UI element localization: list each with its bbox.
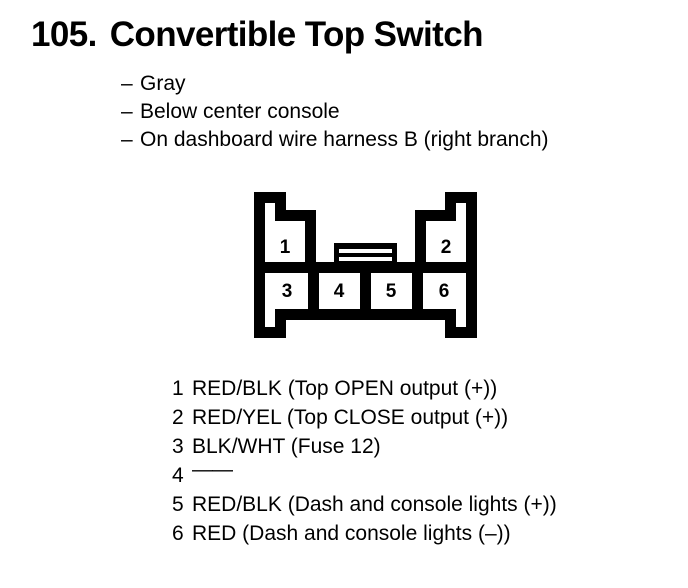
spec-text: Gray: [140, 72, 186, 95]
connector-diagram: 1 2 3 4 5 6: [254, 192, 477, 338]
pin-legend-row: 5 RED/BLK (Dash and console lights (+)): [172, 490, 672, 519]
bottom-divider-2: [360, 272, 371, 310]
pin-cell-3: 3: [282, 281, 293, 302]
pin-legend-number: 4: [172, 464, 184, 487]
title-number: 105.: [31, 15, 97, 54]
page-title: 105. Convertible Top Switch: [31, 17, 671, 52]
connector-svg: 1 2 3 4 5 6: [254, 192, 477, 338]
top-divider-left: [305, 210, 316, 263]
pin-legend-row: 6 RED (Dash and console lights (–)): [172, 519, 672, 548]
pin-cell-2: 2: [441, 237, 452, 258]
pin-cell-6: 6: [439, 281, 450, 302]
pin-legend-row: 2 RED/YEL (Top CLOSE output (+)): [172, 403, 672, 432]
pin-legend-desc: RED/BLK (Dash and console lights (+)): [192, 493, 557, 516]
pin-legend-row: 3 BLK/WHT (Fuse 12): [172, 432, 672, 461]
spec-item: – On dashboard wire harness B (right bra…: [121, 126, 681, 154]
dash-icon: –: [121, 128, 133, 151]
pin-legend-desc: BLK/WHT (Fuse 12): [192, 435, 381, 458]
title-text: Convertible Top Switch: [109, 15, 484, 54]
pin-legend-number: 2: [172, 406, 184, 429]
spec-list: – Gray – Below center console – On dashb…: [121, 70, 681, 154]
pin-legend-number: 5: [172, 493, 184, 516]
dash-icon: –: [121, 100, 133, 123]
pin-cell-4: 4: [334, 281, 345, 302]
pin-legend-desc: ——: [192, 458, 233, 481]
spec-text: Below center console: [140, 100, 340, 123]
spec-text: On dashboard wire harness B (right branc…: [140, 128, 549, 151]
pin-cell-5: 5: [386, 281, 397, 302]
spec-item: – Gray: [121, 70, 681, 98]
latch-slot-lower: [339, 257, 392, 261]
bottom-divider-1: [308, 272, 319, 310]
spec-item: – Below center console: [121, 98, 681, 126]
pin-legend: 1 RED/BLK (Top OPEN output (+)) 2 RED/YE…: [172, 374, 672, 548]
pin-legend-desc: RED/YEL (Top CLOSE output (+)): [192, 406, 509, 429]
dash-icon: –: [121, 72, 133, 95]
top-divider-right: [415, 210, 426, 263]
pin-legend-number: 3: [172, 435, 184, 458]
page-header: 105. Convertible Top Switch: [31, 17, 671, 52]
pin-legend-row: 4 ——: [172, 458, 672, 490]
row-divider: [265, 262, 466, 273]
pin-legend-number: 1: [172, 377, 184, 400]
pin-legend-desc: RED/BLK (Top OPEN output (+)): [192, 377, 498, 400]
latch-slot-upper: [339, 249, 392, 253]
pin-legend-row: 1 RED/BLK (Top OPEN output (+)): [172, 374, 672, 403]
pin-legend-desc: RED (Dash and console lights (–)): [192, 522, 511, 545]
pin-legend-number: 6: [172, 522, 184, 545]
bottom-divider-3: [412, 272, 423, 310]
pin-cell-1: 1: [280, 237, 291, 258]
